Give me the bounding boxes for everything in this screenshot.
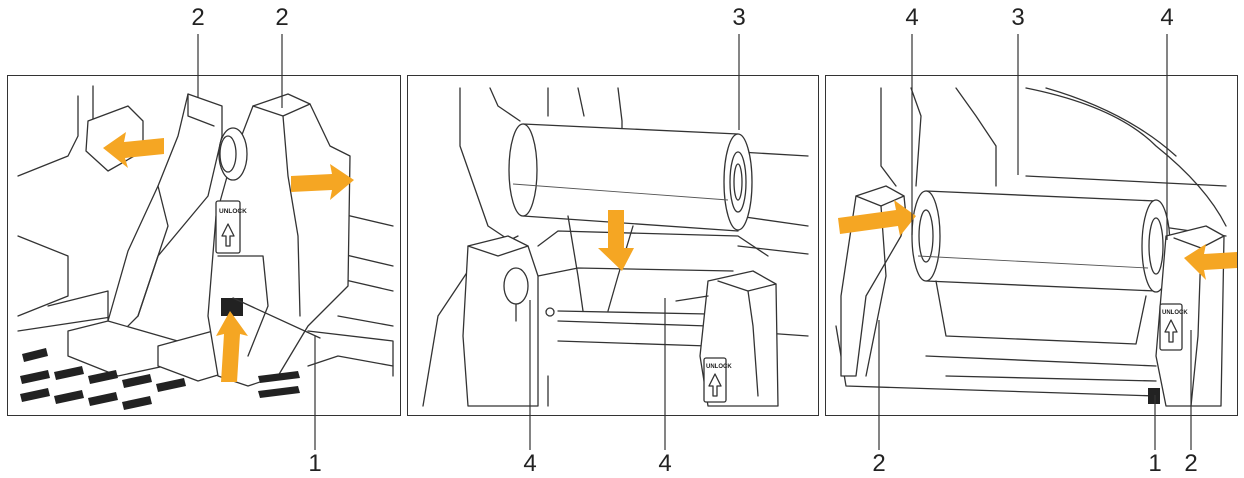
panel-middle-illustration: UNLOCK [422, 87, 809, 407]
arrow-push-left [1184, 244, 1237, 280]
callout-left-top-b: 2 [275, 4, 289, 31]
panel-middle: UNLOCK [407, 75, 819, 416]
callout-right-top-a: 4 [905, 4, 919, 31]
callout-left-top-a: 2 [191, 4, 205, 31]
panel-right: UNLOCK [825, 75, 1238, 416]
arrow-push-up [216, 311, 248, 382]
unlock-label-right: UNLOCK [1162, 310, 1188, 316]
arrow-slide-left [103, 132, 164, 168]
callout-right-bottom-a: 2 [872, 450, 886, 477]
callout-right-bottom-b: 1 [1148, 450, 1162, 477]
callout-right-bottom-c: 2 [1184, 450, 1198, 477]
arrow-slide-right [291, 164, 354, 200]
callout-left-bottom: 1 [308, 450, 322, 477]
callout-right-top-b: 3 [1011, 4, 1025, 31]
callout-right-top-c: 4 [1160, 4, 1174, 31]
arrow-insert-down [598, 210, 634, 271]
panel-left: UNLOCK [7, 75, 401, 416]
panel-right-illustration: UNLOCK [835, 87, 1237, 407]
callout-middle-top: 3 [732, 4, 746, 31]
callout-middle-bottom-b: 4 [658, 450, 672, 477]
unlock-label-middle: UNLOCK [706, 364, 732, 370]
callout-middle-bottom-a: 4 [523, 450, 537, 477]
arrow-push-right [838, 200, 916, 236]
unlock-label-left: UNLOCK [219, 208, 247, 215]
panel-left-illustration: UNLOCK [17, 85, 394, 410]
